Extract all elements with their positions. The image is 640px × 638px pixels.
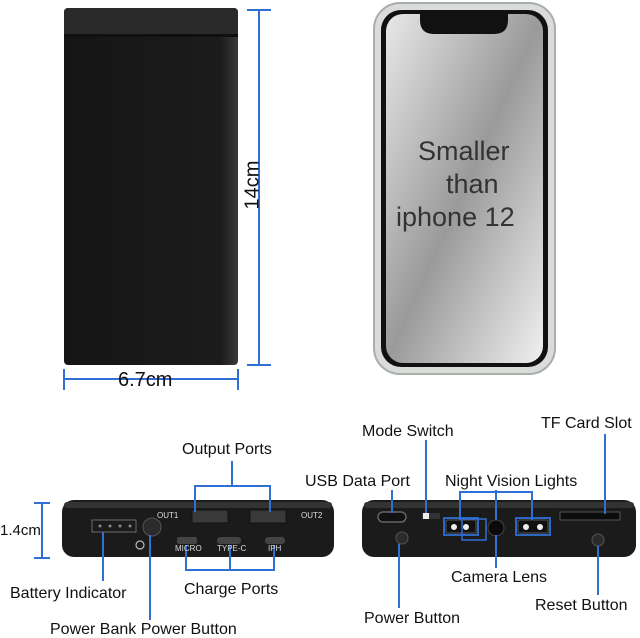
width-label: 6.7cm: [118, 369, 173, 391]
right-callout-lines: [391, 434, 606, 608]
port-label-typec: TYPE-C: [217, 544, 247, 553]
reset-button-label: Reset Button: [535, 597, 628, 614]
left-callout-lines: [34, 461, 275, 620]
width-dimension-line: [63, 369, 239, 390]
tf-card-slot: [559, 511, 621, 521]
height-label: 14cm: [241, 160, 264, 210]
night-vision-lights-label: Night Vision Lights: [445, 473, 578, 490]
battery-indicator-leds: [91, 519, 137, 533]
battery-indicator-label: Battery Indicator: [10, 585, 127, 602]
port-label-out2: OUT2: [301, 511, 323, 520]
port-label-out1: OUT1: [157, 511, 179, 520]
power-button-label: Power Button: [364, 610, 461, 627]
mode-switch-label: Mode Switch: [362, 423, 454, 440]
phone-caption-line3: iphone 12: [396, 202, 515, 233]
phone-caption-line1: Smaller: [418, 136, 510, 166]
phone-caption: Smaller than iphone 12: [396, 135, 546, 235]
charge-ports: [177, 537, 285, 544]
power-bank-power-button-label: Power Bank Power Button: [50, 621, 237, 638]
tf-card-slot-label: TF Card Slot: [541, 415, 632, 432]
port-label-micro: MICRO: [175, 544, 202, 553]
iphone-outline: [373, 2, 556, 375]
reset-button: [591, 533, 605, 547]
height-dimension-line: [247, 9, 271, 366]
charge-ports-label: Charge Ports: [184, 581, 279, 598]
night-vision-lights: [445, 519, 549, 534]
usb-data-port: [377, 511, 407, 523]
phone-caption-line2: than: [446, 169, 499, 200]
mode-switch: [422, 513, 440, 519]
usb-data-port-label: USB Data Port: [305, 473, 410, 490]
output-ports: [191, 509, 287, 524]
camera-lens: [487, 519, 505, 537]
output-ports-label: Output Ports: [182, 441, 272, 458]
camera-lens-label: Camera Lens: [451, 569, 548, 586]
thickness-label: 1.4cm: [0, 522, 41, 539]
port-label-iph: IPH: [268, 544, 282, 553]
power-bank-power-button: [135, 517, 162, 550]
camera-power-button: [395, 531, 409, 545]
power-bank-front: [64, 8, 238, 365]
